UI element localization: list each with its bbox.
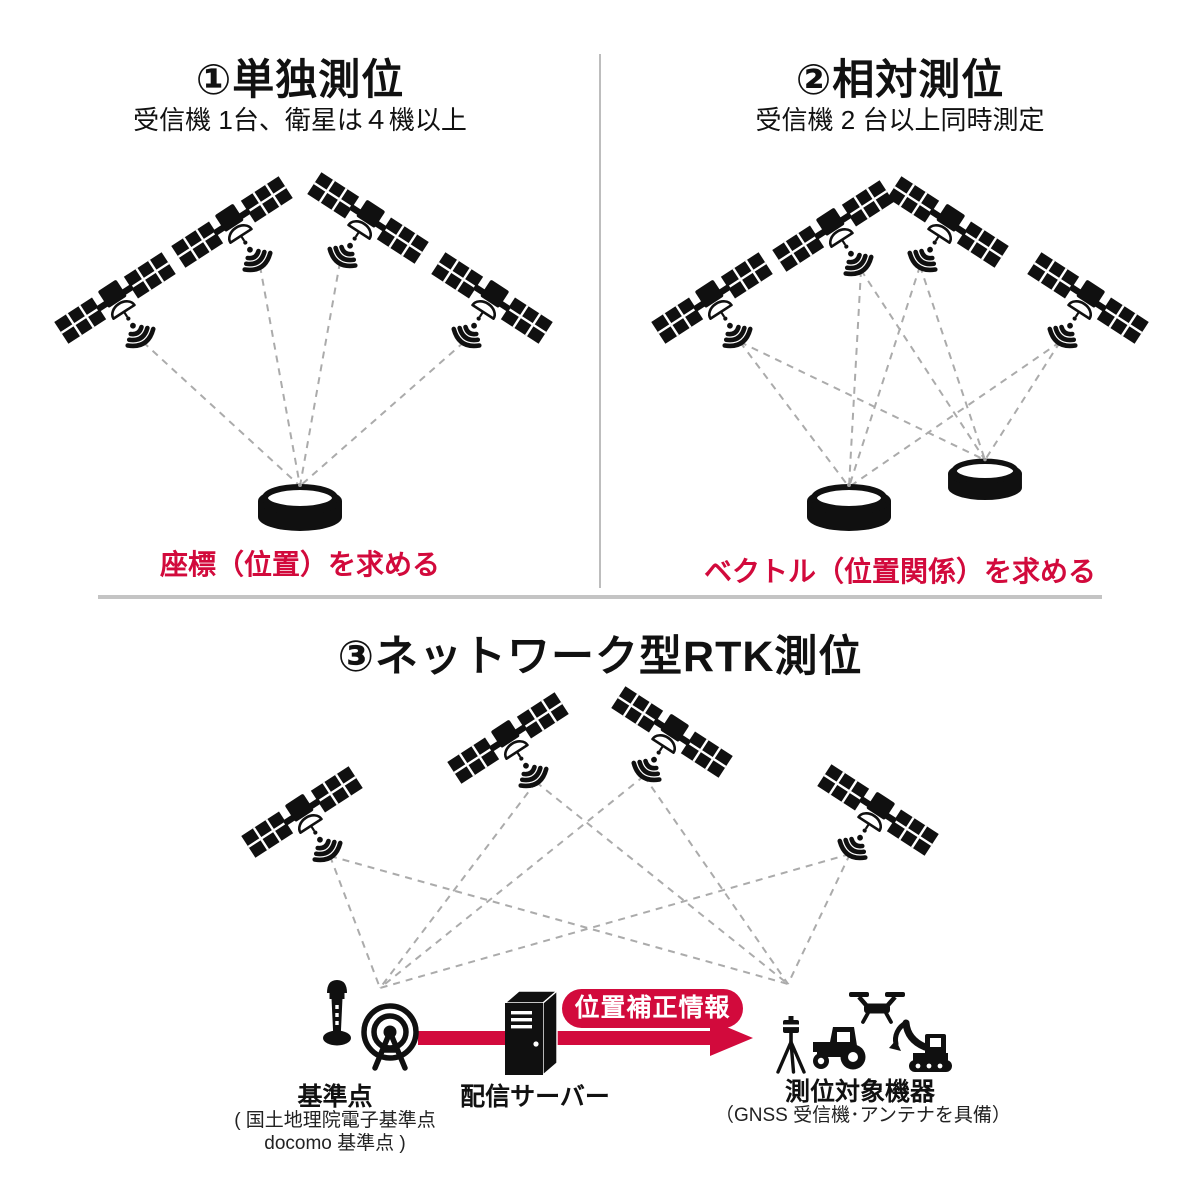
server-icon: [503, 989, 559, 1077]
panel2-subtitle: 受信機 2 台以上同時測定: [755, 105, 1045, 135]
excavator-icon: [889, 1019, 952, 1072]
satellite-icon: [285, 171, 430, 298]
satellite-icon: [589, 685, 734, 812]
vertical-divider: [599, 54, 601, 588]
panel1-diagram: [53, 171, 554, 531]
panel1-caption: 座標（位置）を求める: [159, 549, 440, 580]
base-station-note-line1: ( 国土地理院電子基準点: [234, 1110, 436, 1131]
satellite-icon: [1005, 251, 1150, 378]
broadcast-tower-icon: [361, 1003, 419, 1071]
survey-monument-icon: [323, 980, 351, 1046]
panel3-diagram: [240, 685, 952, 1077]
panel2-caption: ベクトル（位置関係）を求める: [703, 556, 1096, 587]
panel3-title: ③ネットワーク型RTK測位: [337, 633, 863, 681]
satellite-icon: [409, 251, 554, 378]
server-label: 配信サーバー: [460, 1083, 610, 1111]
panel2-diagram: [650, 175, 1150, 531]
signal-path-lines: [739, 265, 1061, 488]
gnss-antenna-icon: [807, 483, 891, 531]
panel1-title: ①単独測位: [195, 56, 405, 103]
correction-info-badge: 位置補正情報: [562, 989, 743, 1028]
horizontal-divider: [98, 595, 1102, 599]
tractor-icon: [813, 1027, 866, 1070]
panel1-subtitle: 受信機 1台、衛星は４機以上: [133, 105, 467, 135]
panel2-title: ②相対測位: [795, 56, 1005, 103]
signal-path-lines: [142, 261, 465, 487]
satellite-icon: [446, 691, 591, 818]
satellite-icon: [240, 765, 385, 892]
drone-icon: [849, 992, 905, 1024]
signal-path-lines: [329, 775, 851, 989]
devices-label: 測位対象機器: [784, 1078, 935, 1106]
base-station-label: 基準点: [297, 1083, 373, 1111]
satellite-icon: [650, 251, 795, 378]
satellite-icon: [795, 763, 940, 890]
gnss-rover-icon: [776, 1016, 806, 1074]
gnss-antenna-icon: [258, 483, 342, 531]
gnss-antenna-icon: [948, 458, 1022, 500]
devices-note: （GNSS 受信機･アンテナを具備）: [715, 1105, 1011, 1126]
base-station-note-line2: docomo 基準点 ): [264, 1133, 406, 1154]
satellite-icon: [170, 175, 315, 302]
satellite-icon: [53, 251, 198, 378]
flow-arrow-icon: [418, 1020, 753, 1056]
